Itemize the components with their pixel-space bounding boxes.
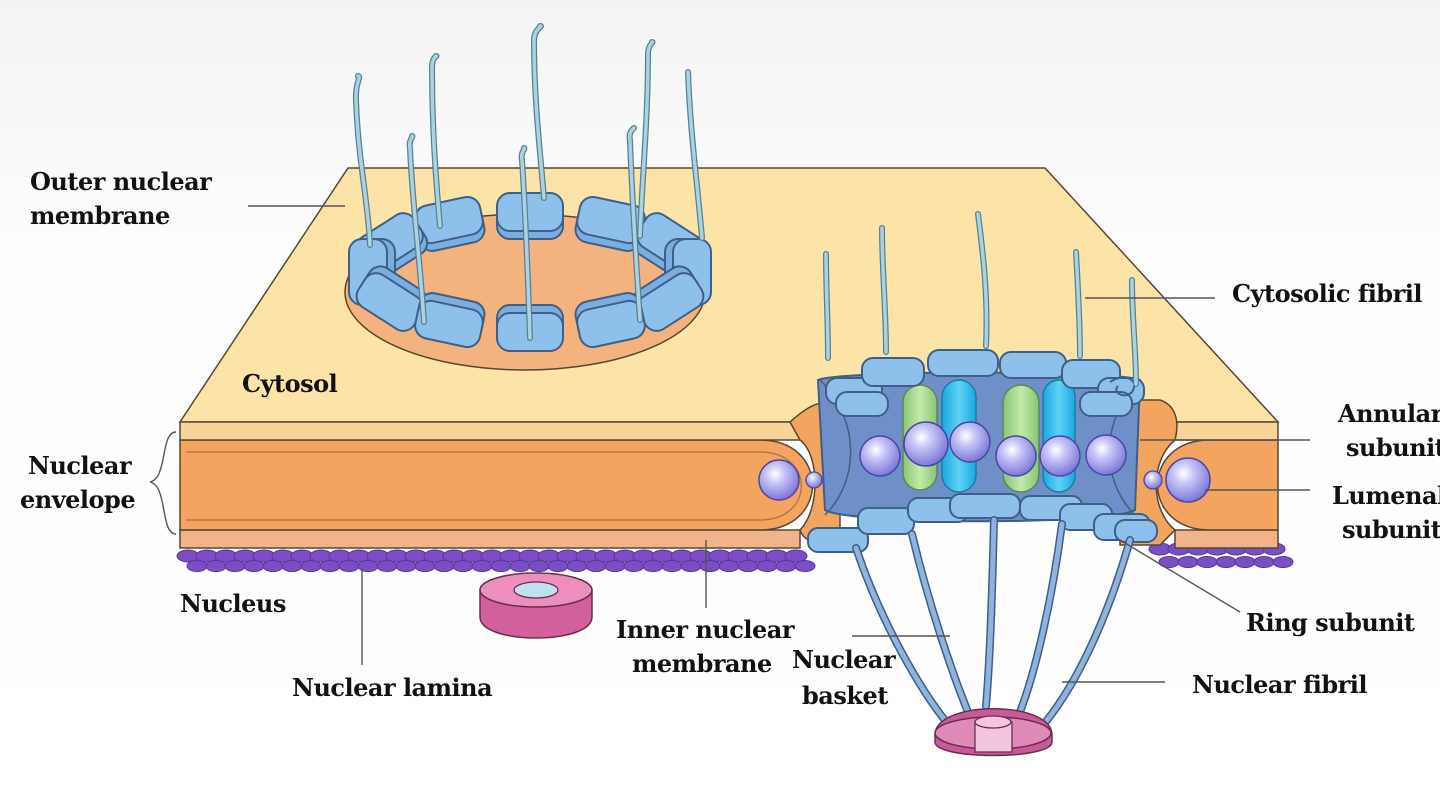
- lamina-bead: [1215, 556, 1237, 568]
- annular-bead: [949, 421, 991, 463]
- side-pore: [758, 349, 1211, 553]
- label-annular-subunit-1: Annular: [1337, 399, 1440, 428]
- label-lumenal-subunit-2: subunit: [1342, 515, 1440, 544]
- lamina-bead: [1177, 556, 1199, 568]
- cytosolic-fibril: [824, 252, 830, 360]
- cytosolic-fibril: [638, 40, 655, 238]
- cytosolic-fibril: [430, 54, 442, 228]
- label-nuclear-basket-2: basket: [802, 681, 888, 710]
- side-ring-block: [857, 507, 915, 535]
- label-nuclear-lamina: Nuclear lamina: [292, 673, 492, 702]
- cytosolic-fibril: [519, 146, 532, 340]
- label-inner-membrane-2: membrane: [632, 649, 772, 678]
- nuclear-basket: [852, 516, 1134, 757]
- annular-bead: [1085, 434, 1127, 476]
- basket-fibril: [983, 517, 997, 709]
- side-ring-block: [927, 349, 999, 377]
- label-cytosolic-fibril: Cytosolic fibril: [1232, 279, 1422, 308]
- side-ring-block: [1079, 391, 1133, 417]
- cytosolic-fibril: [686, 70, 704, 240]
- annular-bead: [1039, 435, 1081, 477]
- label-nucleus: Nucleus: [180, 589, 286, 618]
- ring-block: [496, 192, 564, 240]
- leader-lines: [149, 205, 1310, 683]
- side-ring-block: [835, 391, 889, 417]
- cytosolic-fibril: [627, 126, 642, 322]
- side-ring-curl: [1109, 376, 1136, 397]
- cytosolic-fibril: [407, 134, 426, 324]
- ring-block-top: [496, 192, 564, 232]
- cytosolic-fibril: [976, 212, 989, 348]
- label-cytosol: Cytosol: [242, 369, 338, 398]
- label-nuclear-envelope-2: envelope: [20, 485, 135, 514]
- nuclear-lamina-beads: [176, 542, 1294, 572]
- cytosolic-fibril: [354, 74, 372, 247]
- label-lumenal-subunit-1: Lumenal: [1332, 481, 1440, 510]
- label-nuclear-envelope-1: Nuclear: [28, 451, 132, 480]
- label-outer-membrane-2: membrane: [30, 201, 170, 230]
- lamina-bead: [1234, 556, 1256, 568]
- side-ring-block: [999, 351, 1067, 379]
- lamina-bead: [794, 560, 816, 572]
- annular-bead: [995, 435, 1037, 477]
- basket-fibril: [853, 545, 951, 727]
- cytosolic-fibril: [532, 24, 546, 200]
- basket-fibril: [909, 531, 971, 715]
- label-nuclear-fibril: Nuclear fibril: [1192, 670, 1367, 699]
- side-ring-block: [949, 493, 1021, 519]
- label-annular-subunit-2: subunit: [1346, 433, 1440, 462]
- cytosolic-fibril: [880, 226, 888, 354]
- side-ring-block: [1114, 519, 1158, 543]
- ring-block: [574, 195, 646, 252]
- label-nuclear-basket-1: Nuclear: [792, 645, 896, 674]
- lamina-bead: [1253, 556, 1275, 568]
- labels: Outer nuclear membrane Cytosol Nuclear e…: [20, 167, 1440, 710]
- label-outer-membrane-1: Outer nuclear: [30, 167, 212, 196]
- basket-fibril: [1041, 537, 1133, 727]
- ring-block: [574, 292, 646, 349]
- label-ring-subunit: Ring subunit: [1246, 608, 1415, 637]
- ring-block: [414, 292, 486, 349]
- cytosolic-fibril: [1074, 250, 1082, 358]
- lamina-bead: [1272, 556, 1294, 568]
- lumen-left: [179, 439, 814, 531]
- label-inner-membrane-1: Inner nuclear: [616, 615, 795, 644]
- ring-block-top: [576, 299, 646, 349]
- basket-fibril: [1017, 521, 1065, 715]
- pink-ring-subunit: [479, 572, 593, 639]
- lamina-bead: [1196, 556, 1218, 568]
- ring-block: [355, 265, 429, 332]
- annular-bead: [859, 435, 901, 477]
- annular-bead: [903, 421, 949, 467]
- cytosolic-fibril: [1130, 278, 1138, 386]
- top-pore: [344, 192, 712, 371]
- side-ring-block: [861, 357, 925, 387]
- lamina-bead: [784, 549, 808, 563]
- ring-block-top: [414, 299, 484, 349]
